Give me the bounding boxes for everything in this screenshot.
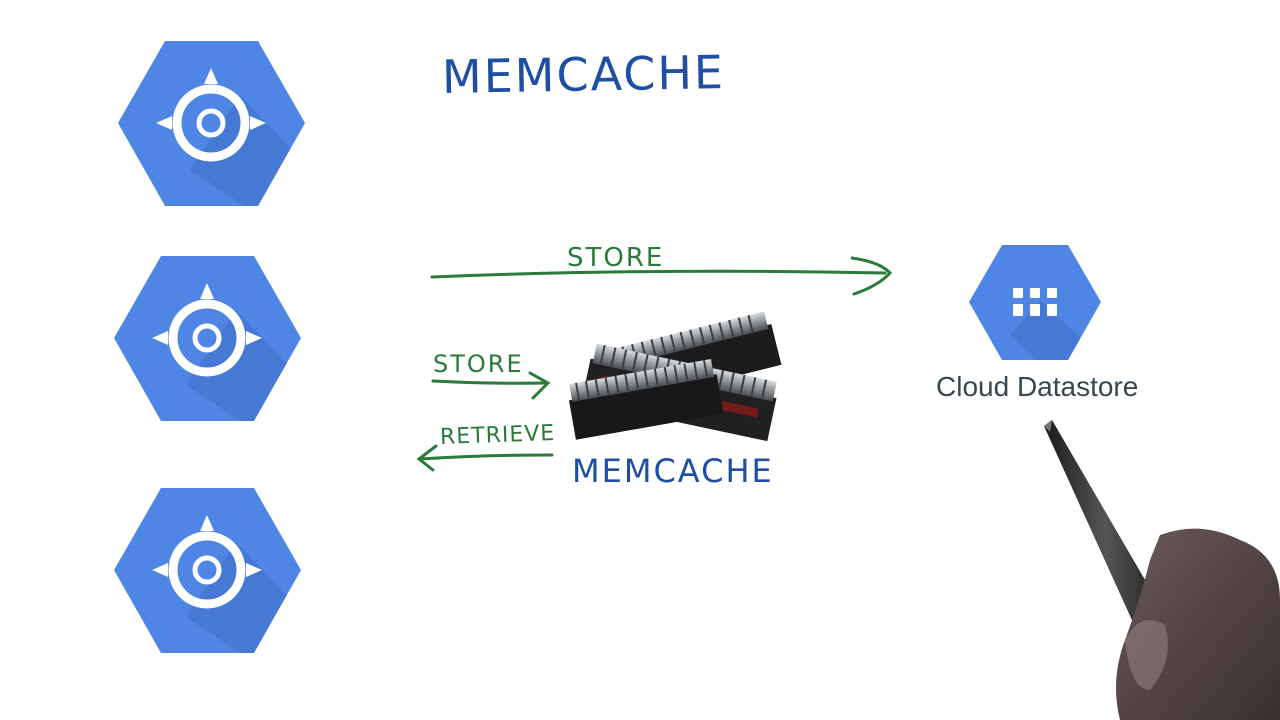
- store-to-datastore-label: STORE: [567, 243, 665, 273]
- memcache-label: MEMCACHE: [572, 452, 774, 490]
- page-title: MEMCACHE: [441, 45, 726, 104]
- datastore-icon: [969, 245, 1101, 360]
- datastore-caption: Cloud Datastore: [936, 371, 1139, 402]
- store-to-memcache-arrow: [431, 371, 551, 400]
- stylus-pen-hand: [1044, 420, 1280, 720]
- ram-module-image: [568, 311, 782, 442]
- app-engine-icon: [114, 256, 301, 421]
- datastore-grid-icon: [1013, 288, 1057, 316]
- app-engine-icon: [114, 488, 301, 653]
- store-to-datastore-arrow: [430, 256, 893, 296]
- app-engine-icon: [118, 41, 305, 206]
- retrieve-label: RETRIEVE: [439, 420, 556, 450]
- retrieve-from-memcache-arrow: [416, 444, 554, 472]
- store-to-memcache-label: STORE: [433, 350, 524, 378]
